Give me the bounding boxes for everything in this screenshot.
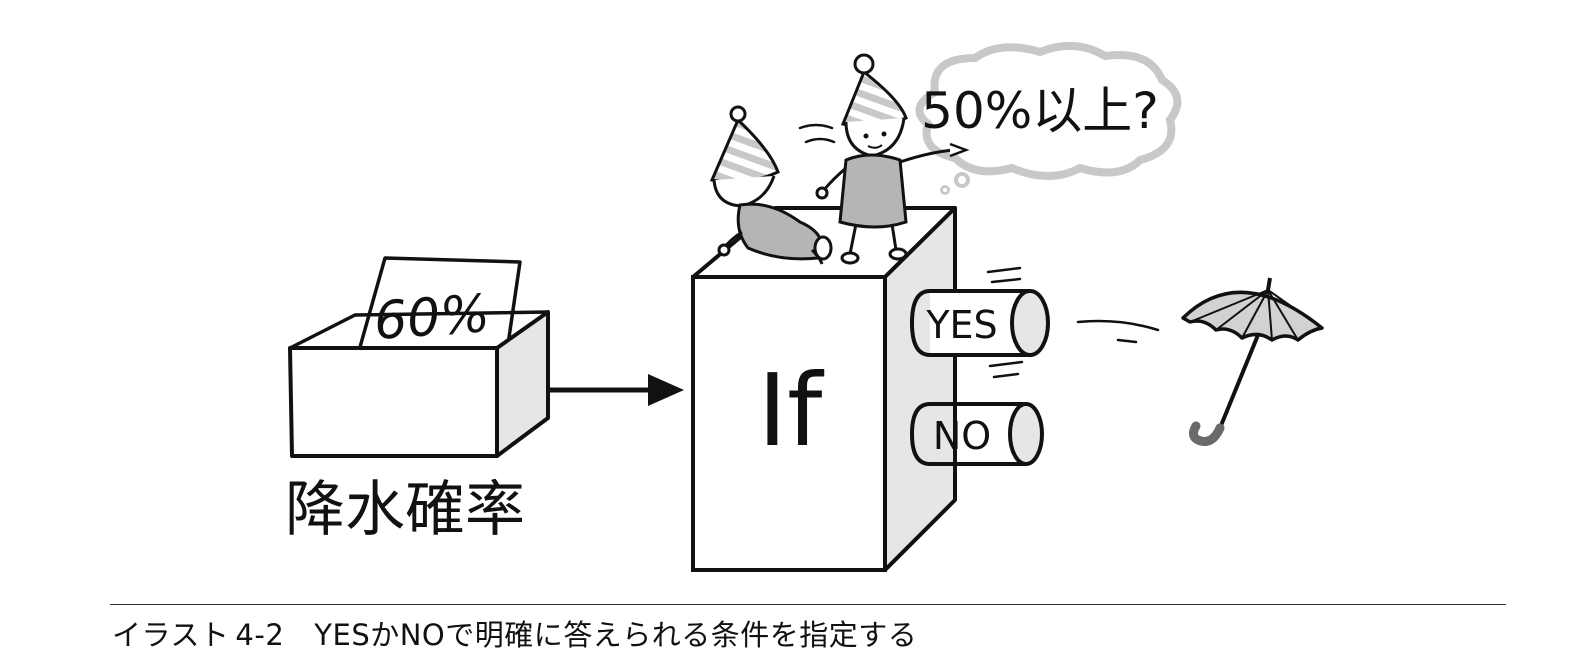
- gnome-pointing: [798, 53, 970, 265]
- probability-card-text: 60%: [372, 284, 491, 352]
- input-box: 60% 降水確率: [285, 256, 550, 545]
- caption-number: 4-2: [235, 618, 285, 652]
- if-block-label: If: [758, 352, 825, 469]
- thought-bubble-icon: 50%以上?: [915, 41, 1182, 195]
- no-output-label: NO: [933, 414, 991, 458]
- yes-trajectory-line: [1076, 319, 1160, 344]
- probability-card: 60%: [353, 256, 522, 367]
- yes-output-label: YES: [925, 303, 997, 347]
- caption-prefix: イラスト: [112, 618, 230, 652]
- yes-motion-lines: [986, 266, 1024, 379]
- arrow-right-icon: [550, 374, 684, 406]
- yes-output: YES: [909, 266, 1050, 379]
- diagram-canvas: 60% 降水確率 If YES: [285, 41, 1324, 572]
- if-block: If: [691, 206, 957, 572]
- caption-text: YESかNOで明確に答えられる条件を指定する: [314, 618, 918, 652]
- umbrella-icon: [1181, 277, 1324, 446]
- thought-bubble-text: 50%以上?: [921, 82, 1159, 140]
- input-box-label: 降水確率: [285, 475, 525, 545]
- no-output: NO: [909, 402, 1044, 466]
- gnome-crawling: [709, 105, 833, 265]
- caption-divider: [110, 604, 1506, 605]
